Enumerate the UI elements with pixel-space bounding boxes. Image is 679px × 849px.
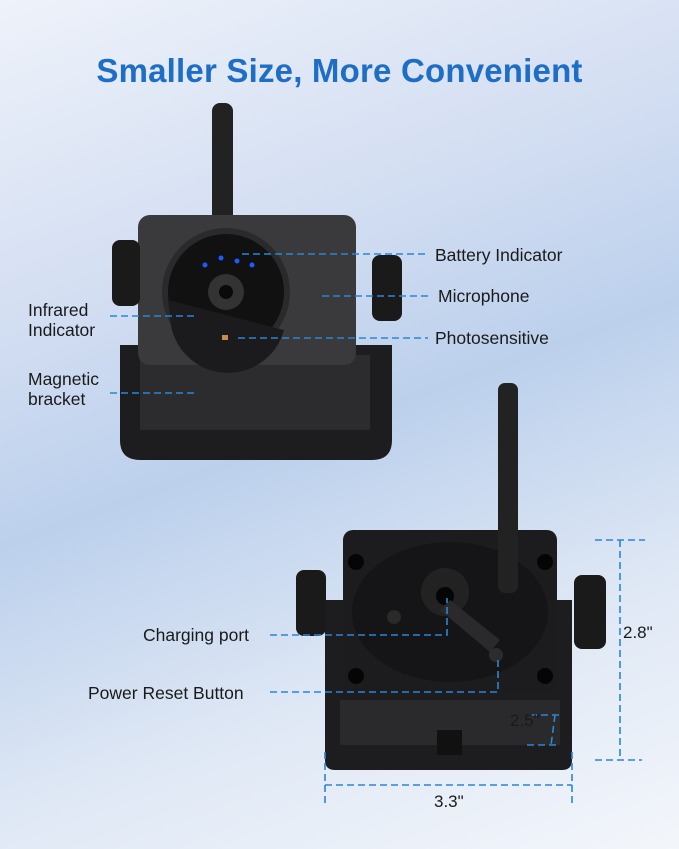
back-camera <box>296 383 606 770</box>
battery-led <box>218 255 224 261</box>
battery-led <box>202 262 208 268</box>
photosensitive-label: Photosensitive <box>435 328 549 348</box>
front-camera <box>112 103 402 460</box>
battery-led <box>234 258 240 264</box>
charging-port-label: Charging port <box>143 625 250 645</box>
magnetic-label-line2: bracket <box>28 389 86 409</box>
depth-dimension: 2.5" <box>510 711 540 730</box>
callout-lines <box>110 253 645 805</box>
battery-indicator-label: Battery Indicator <box>435 245 563 265</box>
battery-led <box>249 262 255 268</box>
page-title: Smaller Size, More Convenient <box>96 52 583 89</box>
microphone-label: Microphone <box>438 286 530 306</box>
magnetic-bracket-label: Magnetic bracket <box>28 369 99 409</box>
magnetic-label-line1: Magnetic <box>28 369 100 389</box>
height-dimension: 2.8" <box>623 623 653 642</box>
infrared-label-line1: Infrared <box>28 300 89 320</box>
width-dimension: 3.3" <box>434 792 464 811</box>
infrared-label-line2: Indicator <box>28 320 96 340</box>
power-reset-label: Power Reset Button <box>88 683 244 703</box>
infrared-indicator-label: Infrared Indicator <box>28 300 95 340</box>
